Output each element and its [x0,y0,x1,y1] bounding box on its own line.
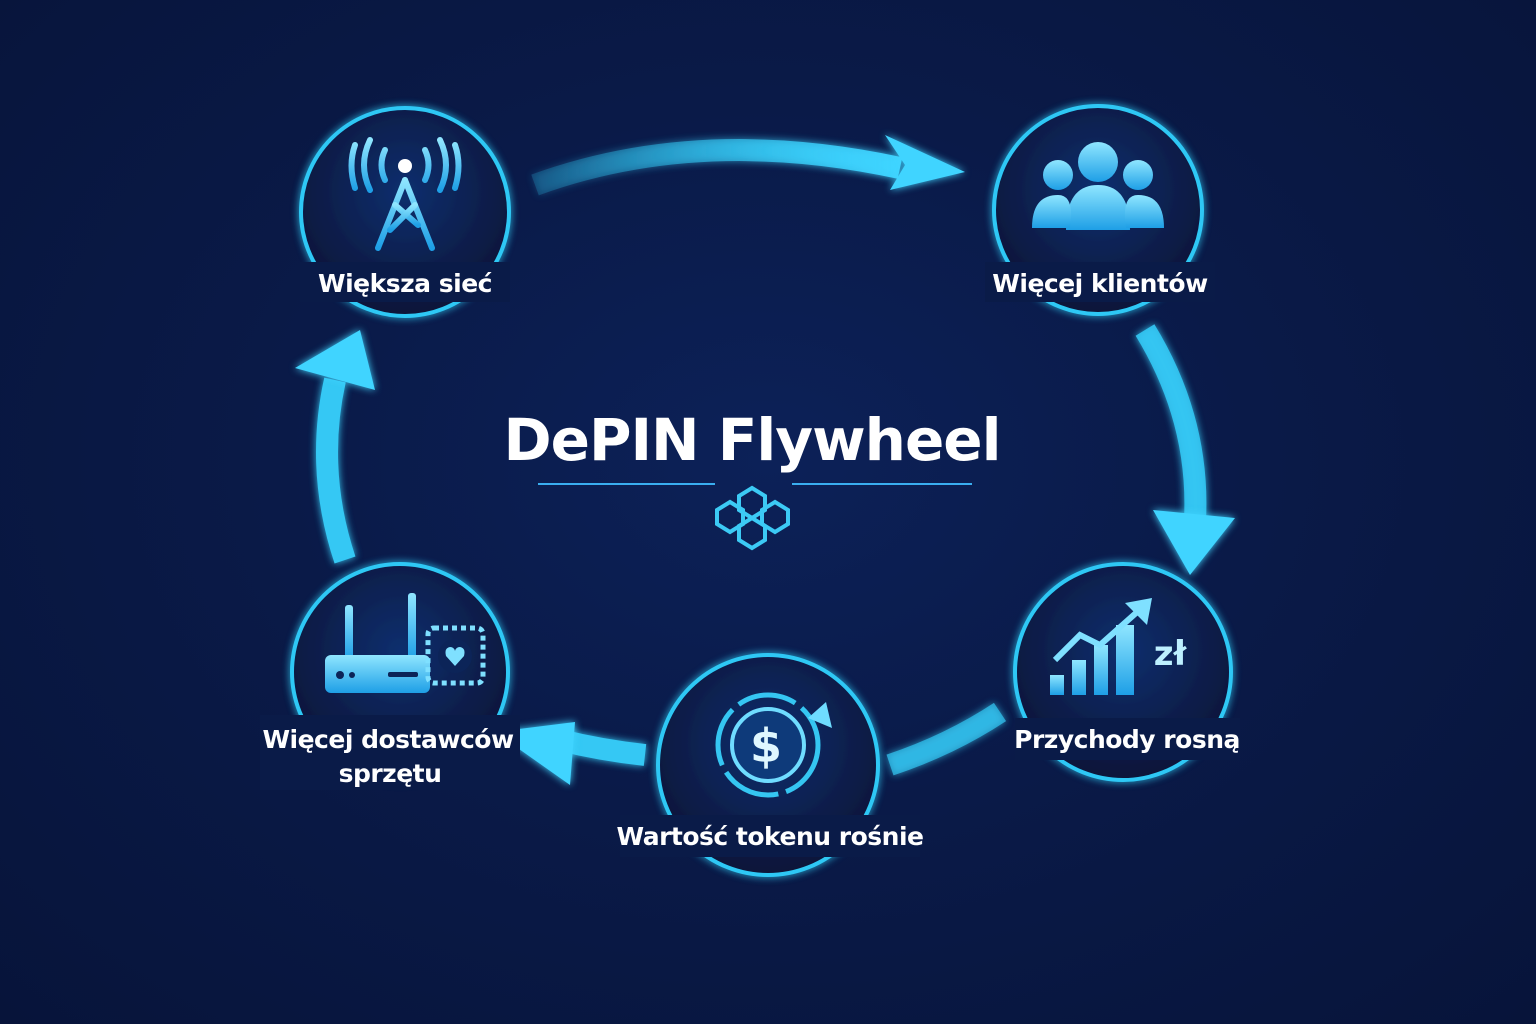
node-label-token: Wartość tokenu rośnie [617,822,924,851]
arrow-top [531,139,903,196]
arrow-head-top [885,135,965,190]
users-icon [1032,142,1164,230]
currency-symbol: zł [1154,634,1188,674]
page-title: DePIN Flywheel [503,406,1000,474]
router-hardware-icon [325,593,486,693]
arrow-left [316,377,356,564]
revenue-chart-icon: zł [1050,598,1188,695]
node-label-network: Większa sieć [318,269,492,298]
token-symbol: $ [750,719,782,773]
cell-tower-icon [348,137,462,251]
node-label-customers: Więcej klientów [992,269,1208,298]
node-label-hardware-line1: Więcej dostawców [262,725,514,754]
arrow-head-left [295,330,375,390]
node-label-hardware-line2: sprzętu [339,759,442,788]
arrow-head-right [1153,510,1235,575]
arrow-bottom-right [886,702,1007,776]
arrow-right [1135,324,1207,521]
hexagon-logo-icon [715,485,790,551]
node-label-revenue: Przychody rosną [1014,725,1240,754]
token-dollar-icon: $ [715,692,832,798]
